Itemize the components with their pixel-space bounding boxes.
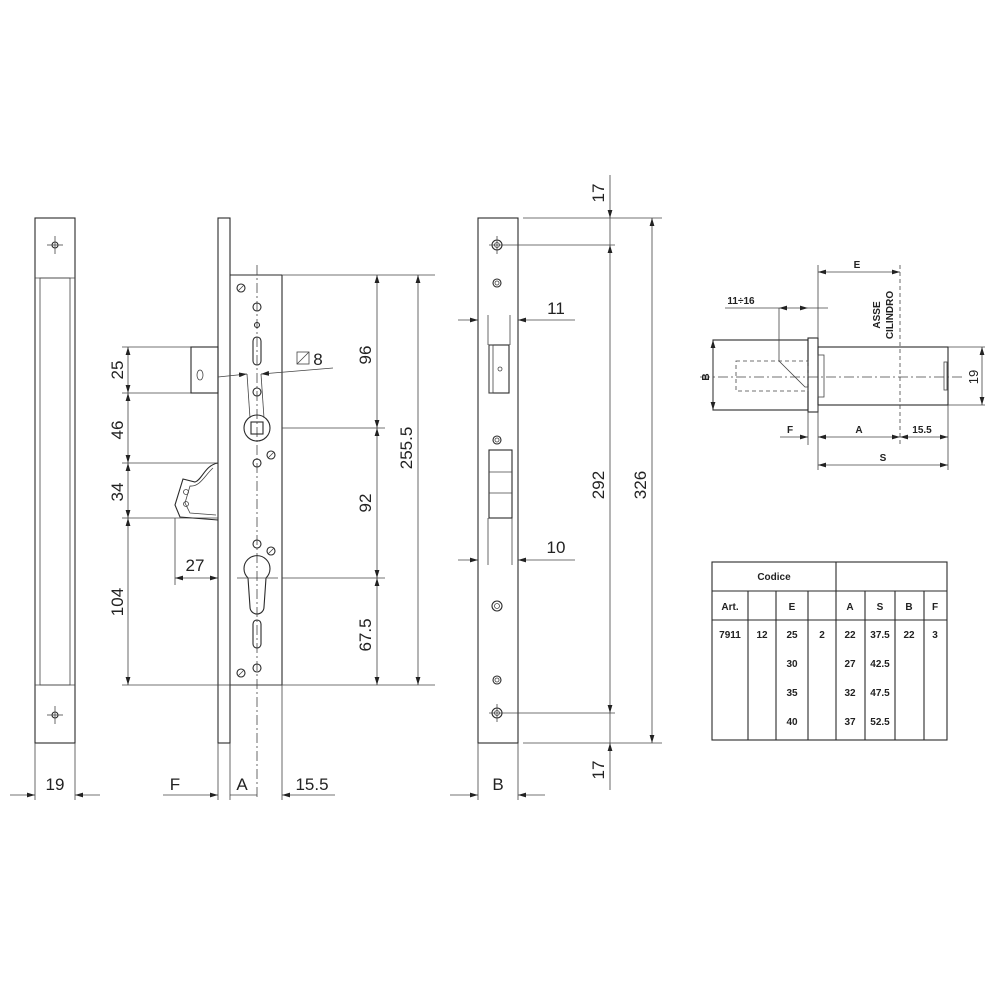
table-cell: 22	[903, 630, 915, 641]
latch-window	[488, 449, 513, 519]
table-cell: 32	[844, 688, 856, 699]
table-cell: 2	[819, 630, 825, 641]
cylinder-hole	[243, 555, 271, 615]
dim-bolt-height: 25	[108, 361, 127, 380]
spindle-hub	[243, 414, 271, 442]
bolt-window	[488, 344, 510, 394]
table-cell: 35	[786, 688, 798, 699]
cyl-dim-s: S	[880, 453, 887, 464]
table-header: A	[846, 602, 853, 613]
table-header: Art.	[721, 602, 738, 613]
table-group-header: Codice	[757, 572, 791, 583]
table-cell: 30	[786, 659, 798, 670]
dim-label-b: B	[492, 775, 503, 794]
dim-latch-projection: 27	[186, 556, 205, 575]
cyl-dim-offset: 15.5	[912, 425, 932, 436]
dim-latch-window: 10	[547, 538, 566, 557]
table-cell: 27	[844, 659, 856, 670]
table-cell: 7911	[719, 630, 741, 641]
table-row: 35 32 47.5	[786, 688, 890, 699]
cyl-axis-label-2: CILINDRO	[885, 291, 896, 340]
cyl-dim-e: E	[854, 260, 861, 271]
deadbolt	[190, 346, 219, 394]
table-cell: 47.5	[870, 688, 890, 699]
screw-icon	[236, 668, 246, 678]
latch	[174, 462, 219, 521]
dim-spindle-to-cylinder: 92	[356, 494, 375, 513]
dim-latch-to-bottom: 104	[108, 588, 127, 616]
cyl-dim-range: 11÷16	[727, 296, 755, 307]
dim-label-a: A	[236, 775, 248, 794]
cylinder-detail: E 11÷16 ASSE CILINDRO B 19 F A 15.5 S	[700, 260, 985, 470]
table-cell: 52.5	[870, 717, 890, 728]
dim-strike-top-offset: 17	[589, 184, 608, 203]
table-cell: 40	[786, 717, 798, 728]
table-cell: 3	[932, 630, 938, 641]
screw-icon	[236, 283, 246, 293]
faceplate-front-view: 19	[10, 217, 100, 800]
dim-backset-offset: 15.5	[295, 775, 328, 794]
cyl-dim-b: B	[701, 373, 712, 380]
table-header-row: Art. E A S B F	[721, 602, 938, 613]
table-row: 40 37 52.5	[786, 717, 890, 728]
table-cell: 37.5	[870, 630, 890, 641]
screw-icon	[266, 546, 276, 556]
dim-plate-width: 19	[46, 775, 65, 794]
table-header: F	[932, 602, 938, 613]
screw-icon	[266, 450, 276, 460]
strike-plate-view: 11 10 17 17 292 326 B	[450, 175, 662, 800]
cyl-axis-label-1: ASSE	[872, 301, 883, 329]
cyl-dim-f: F	[787, 425, 793, 436]
table-cell: 37	[844, 717, 856, 728]
dim-strike-bottom-offset: 17	[589, 761, 608, 780]
dim-label-f: F	[170, 775, 180, 794]
dim-latch-height: 34	[108, 483, 127, 502]
table-cell: 25	[786, 630, 798, 641]
dim-spindle-square: 8	[313, 350, 322, 369]
dim-top-to-spindle: 96	[356, 346, 375, 365]
dim-bolt-window: 11	[547, 299, 565, 318]
cyl-dim-diameter: 19	[966, 370, 981, 384]
dim-strike-length: 326	[631, 471, 650, 499]
table-cell: 42.5	[870, 659, 890, 670]
table-cell: 22	[844, 630, 856, 641]
table-header: B	[905, 602, 912, 613]
table-cell: 12	[756, 630, 768, 641]
dim-bolt-to-spindle: 46	[108, 421, 127, 440]
table-header: E	[789, 602, 796, 613]
cyl-dim-a: A	[855, 425, 862, 436]
dim-body-height: 255.5	[397, 427, 416, 470]
table-row: 30 27 42.5	[786, 659, 890, 670]
dim-cylinder-to-bottom: 67.5	[356, 618, 375, 651]
dim-hole-spacing: 292	[589, 471, 608, 499]
lock-body-view: 8 25 46 34 104 27 96 92 67.5 255.5 F A 1…	[108, 217, 435, 800]
table-header: S	[877, 602, 884, 613]
